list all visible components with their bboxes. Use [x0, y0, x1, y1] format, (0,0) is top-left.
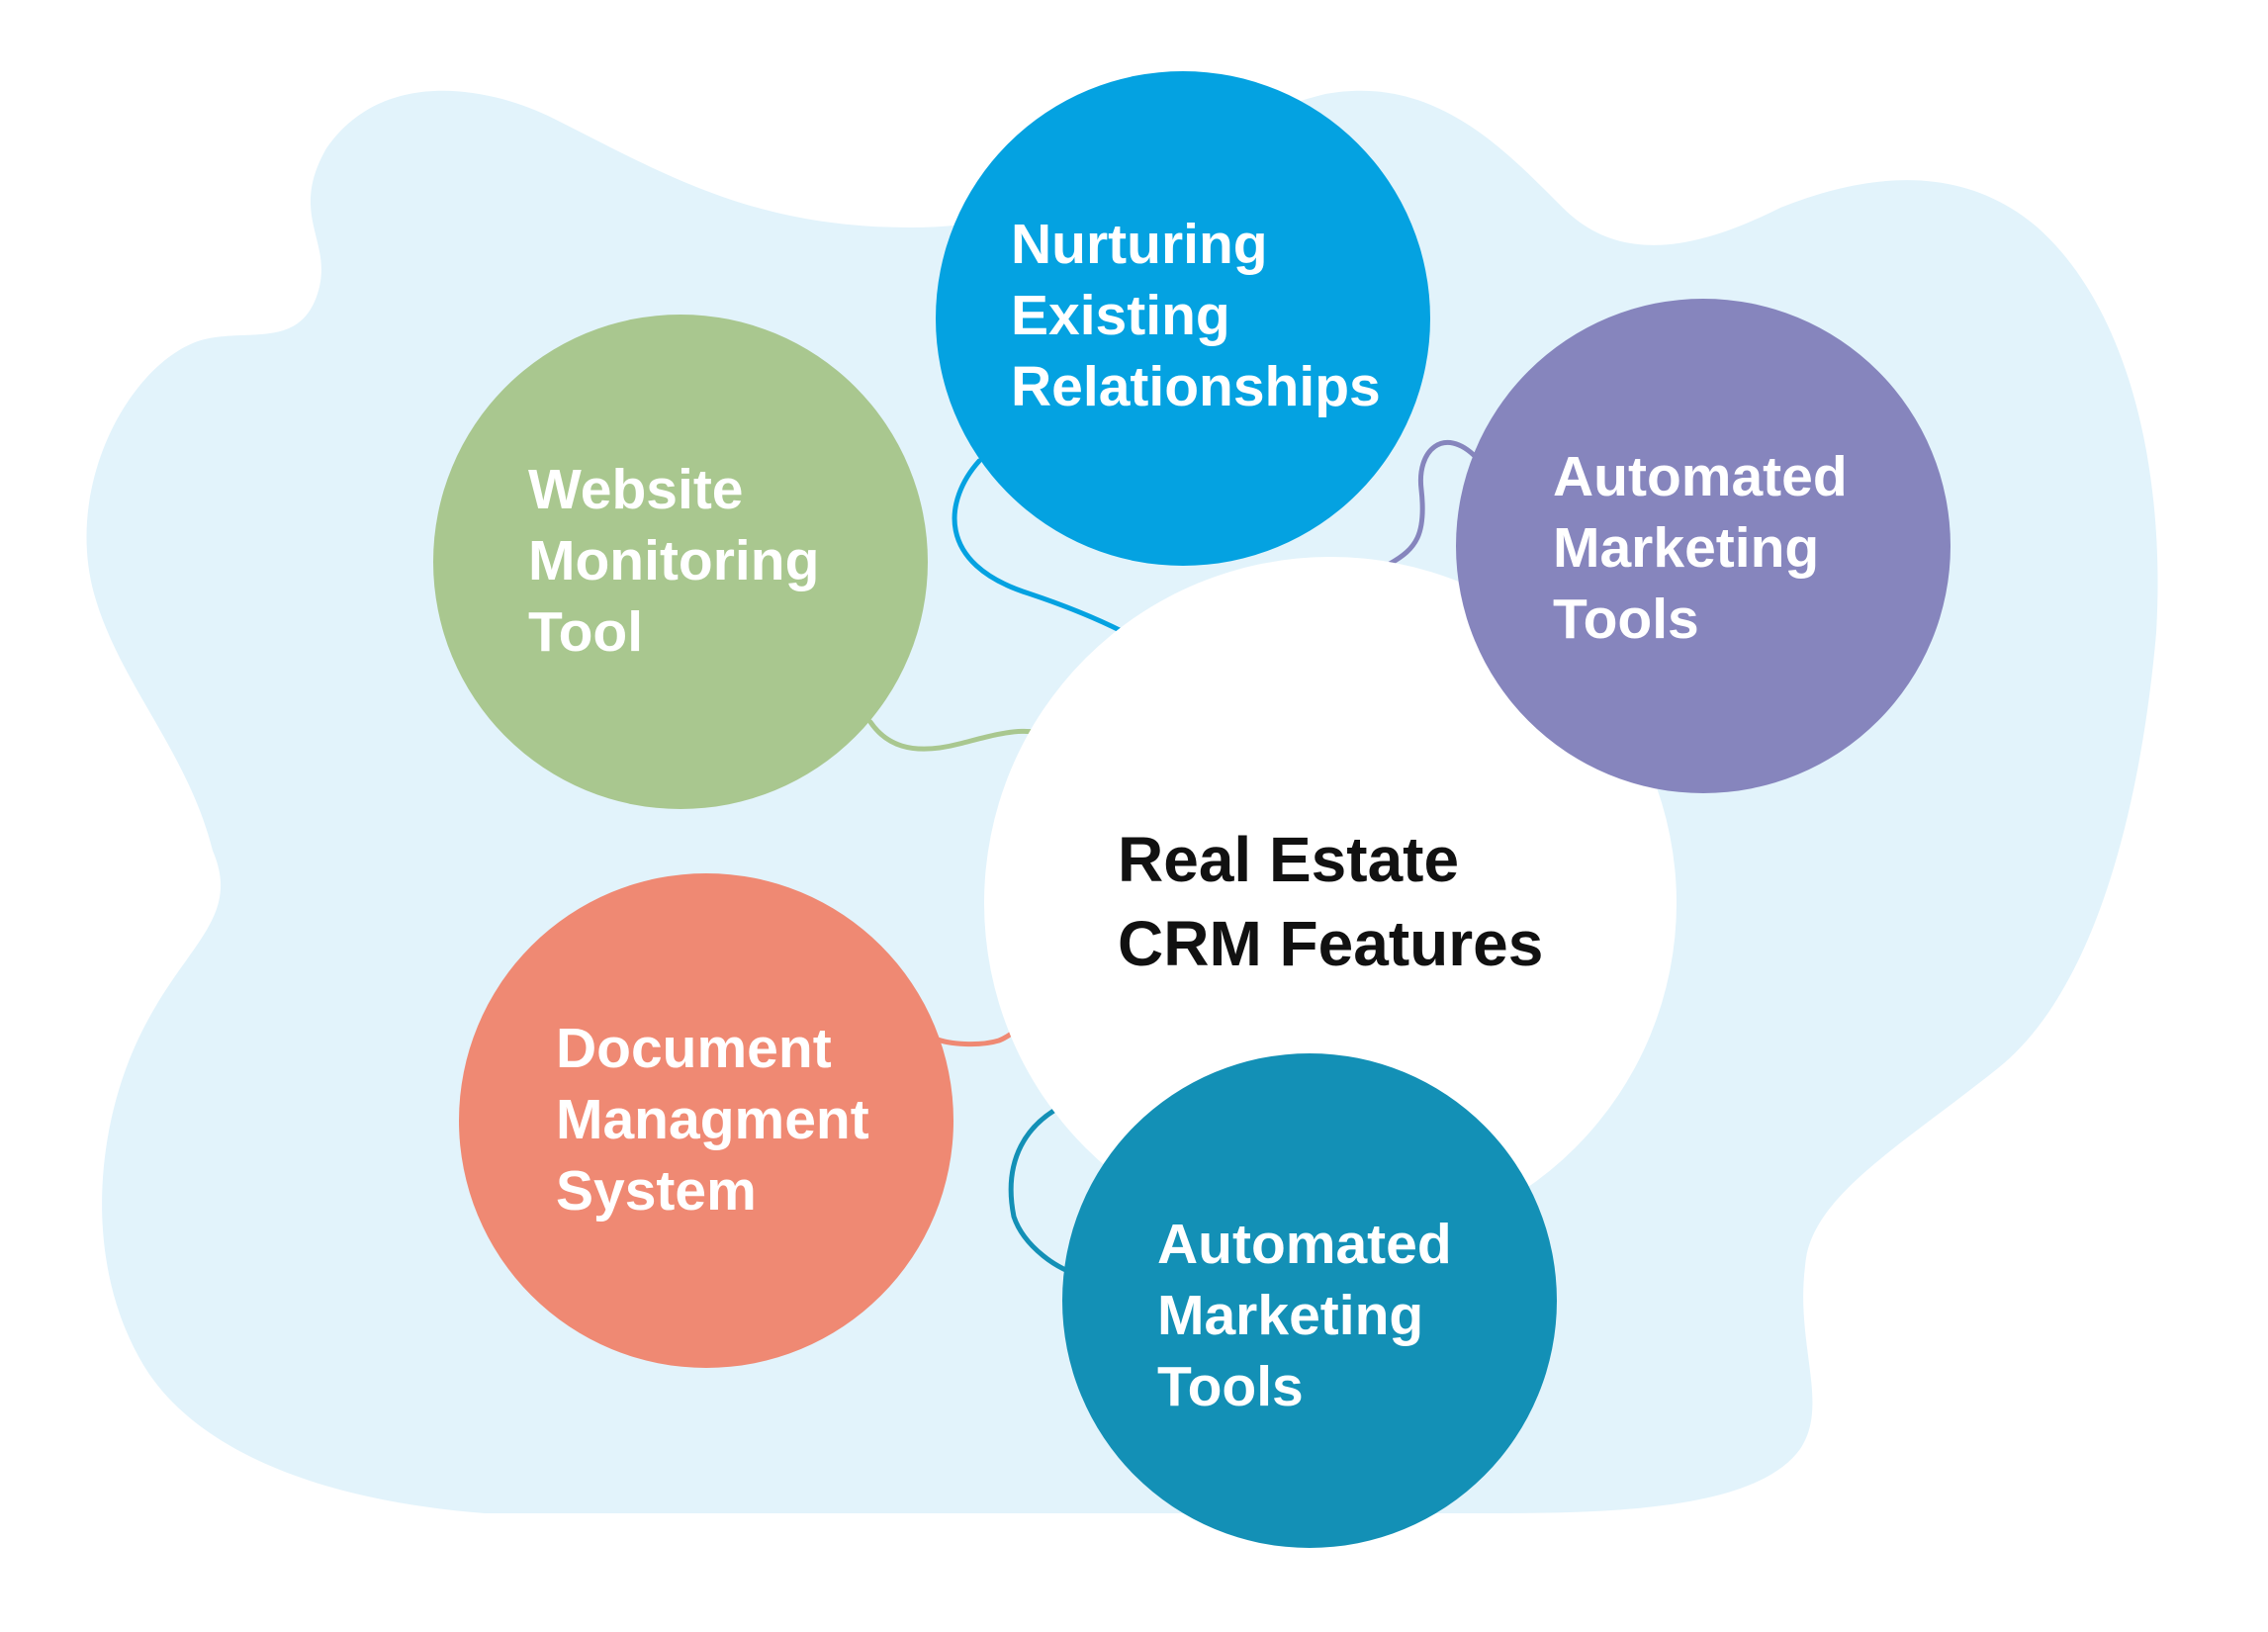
- center-circle: [984, 557, 1677, 1249]
- feature-label-line: Automated: [1553, 445, 1848, 508]
- feature-label-document: Document Managment System: [556, 1013, 869, 1226]
- feature-label-line: Existing: [1011, 284, 1230, 347]
- feature-label-line: System: [556, 1159, 757, 1223]
- feature-label-automated-bottom: Automated Marketing Tools: [1157, 1209, 1452, 1422]
- feature-circle-nurturing: [936, 71, 1430, 566]
- feature-circle-automated-top: [1456, 299, 1950, 793]
- feature-label-automated-top: Automated Marketing Tools: [1553, 441, 1848, 655]
- feature-circle-website: [433, 315, 928, 809]
- feature-label-line: Tools: [1553, 588, 1699, 651]
- connector-automated-top: [1387, 439, 1479, 567]
- center-title-line: CRM Features: [1118, 908, 1544, 979]
- center-title-line: Real Estate: [1118, 824, 1460, 895]
- feature-label-line: Tools: [1157, 1355, 1304, 1418]
- feature-label-line: Nurturing: [1011, 213, 1268, 276]
- center-title: Real Estate CRM Features: [1118, 818, 1543, 986]
- feature-label-line: Relationships: [1011, 355, 1381, 418]
- feature-label-website: Website Monitoring Tool: [528, 454, 819, 668]
- feature-circle-document: [459, 873, 953, 1368]
- feature-label-line: Document: [556, 1017, 832, 1080]
- feature-label-line: Marketing: [1157, 1284, 1424, 1347]
- feature-circle-automated-bottom: [1062, 1053, 1557, 1548]
- feature-label-line: Website: [528, 458, 744, 521]
- feature-label-line: Tool: [528, 600, 644, 664]
- feature-label-line: Managment: [556, 1088, 869, 1151]
- feature-label-nurturing: Nurturing Existing Relationships: [1011, 209, 1381, 422]
- connector-automated-bottom: [1008, 1093, 1089, 1279]
- feature-label-line: Monitoring: [528, 529, 820, 592]
- feature-label-line: Marketing: [1553, 516, 1820, 580]
- feature-label-line: Automated: [1157, 1213, 1452, 1276]
